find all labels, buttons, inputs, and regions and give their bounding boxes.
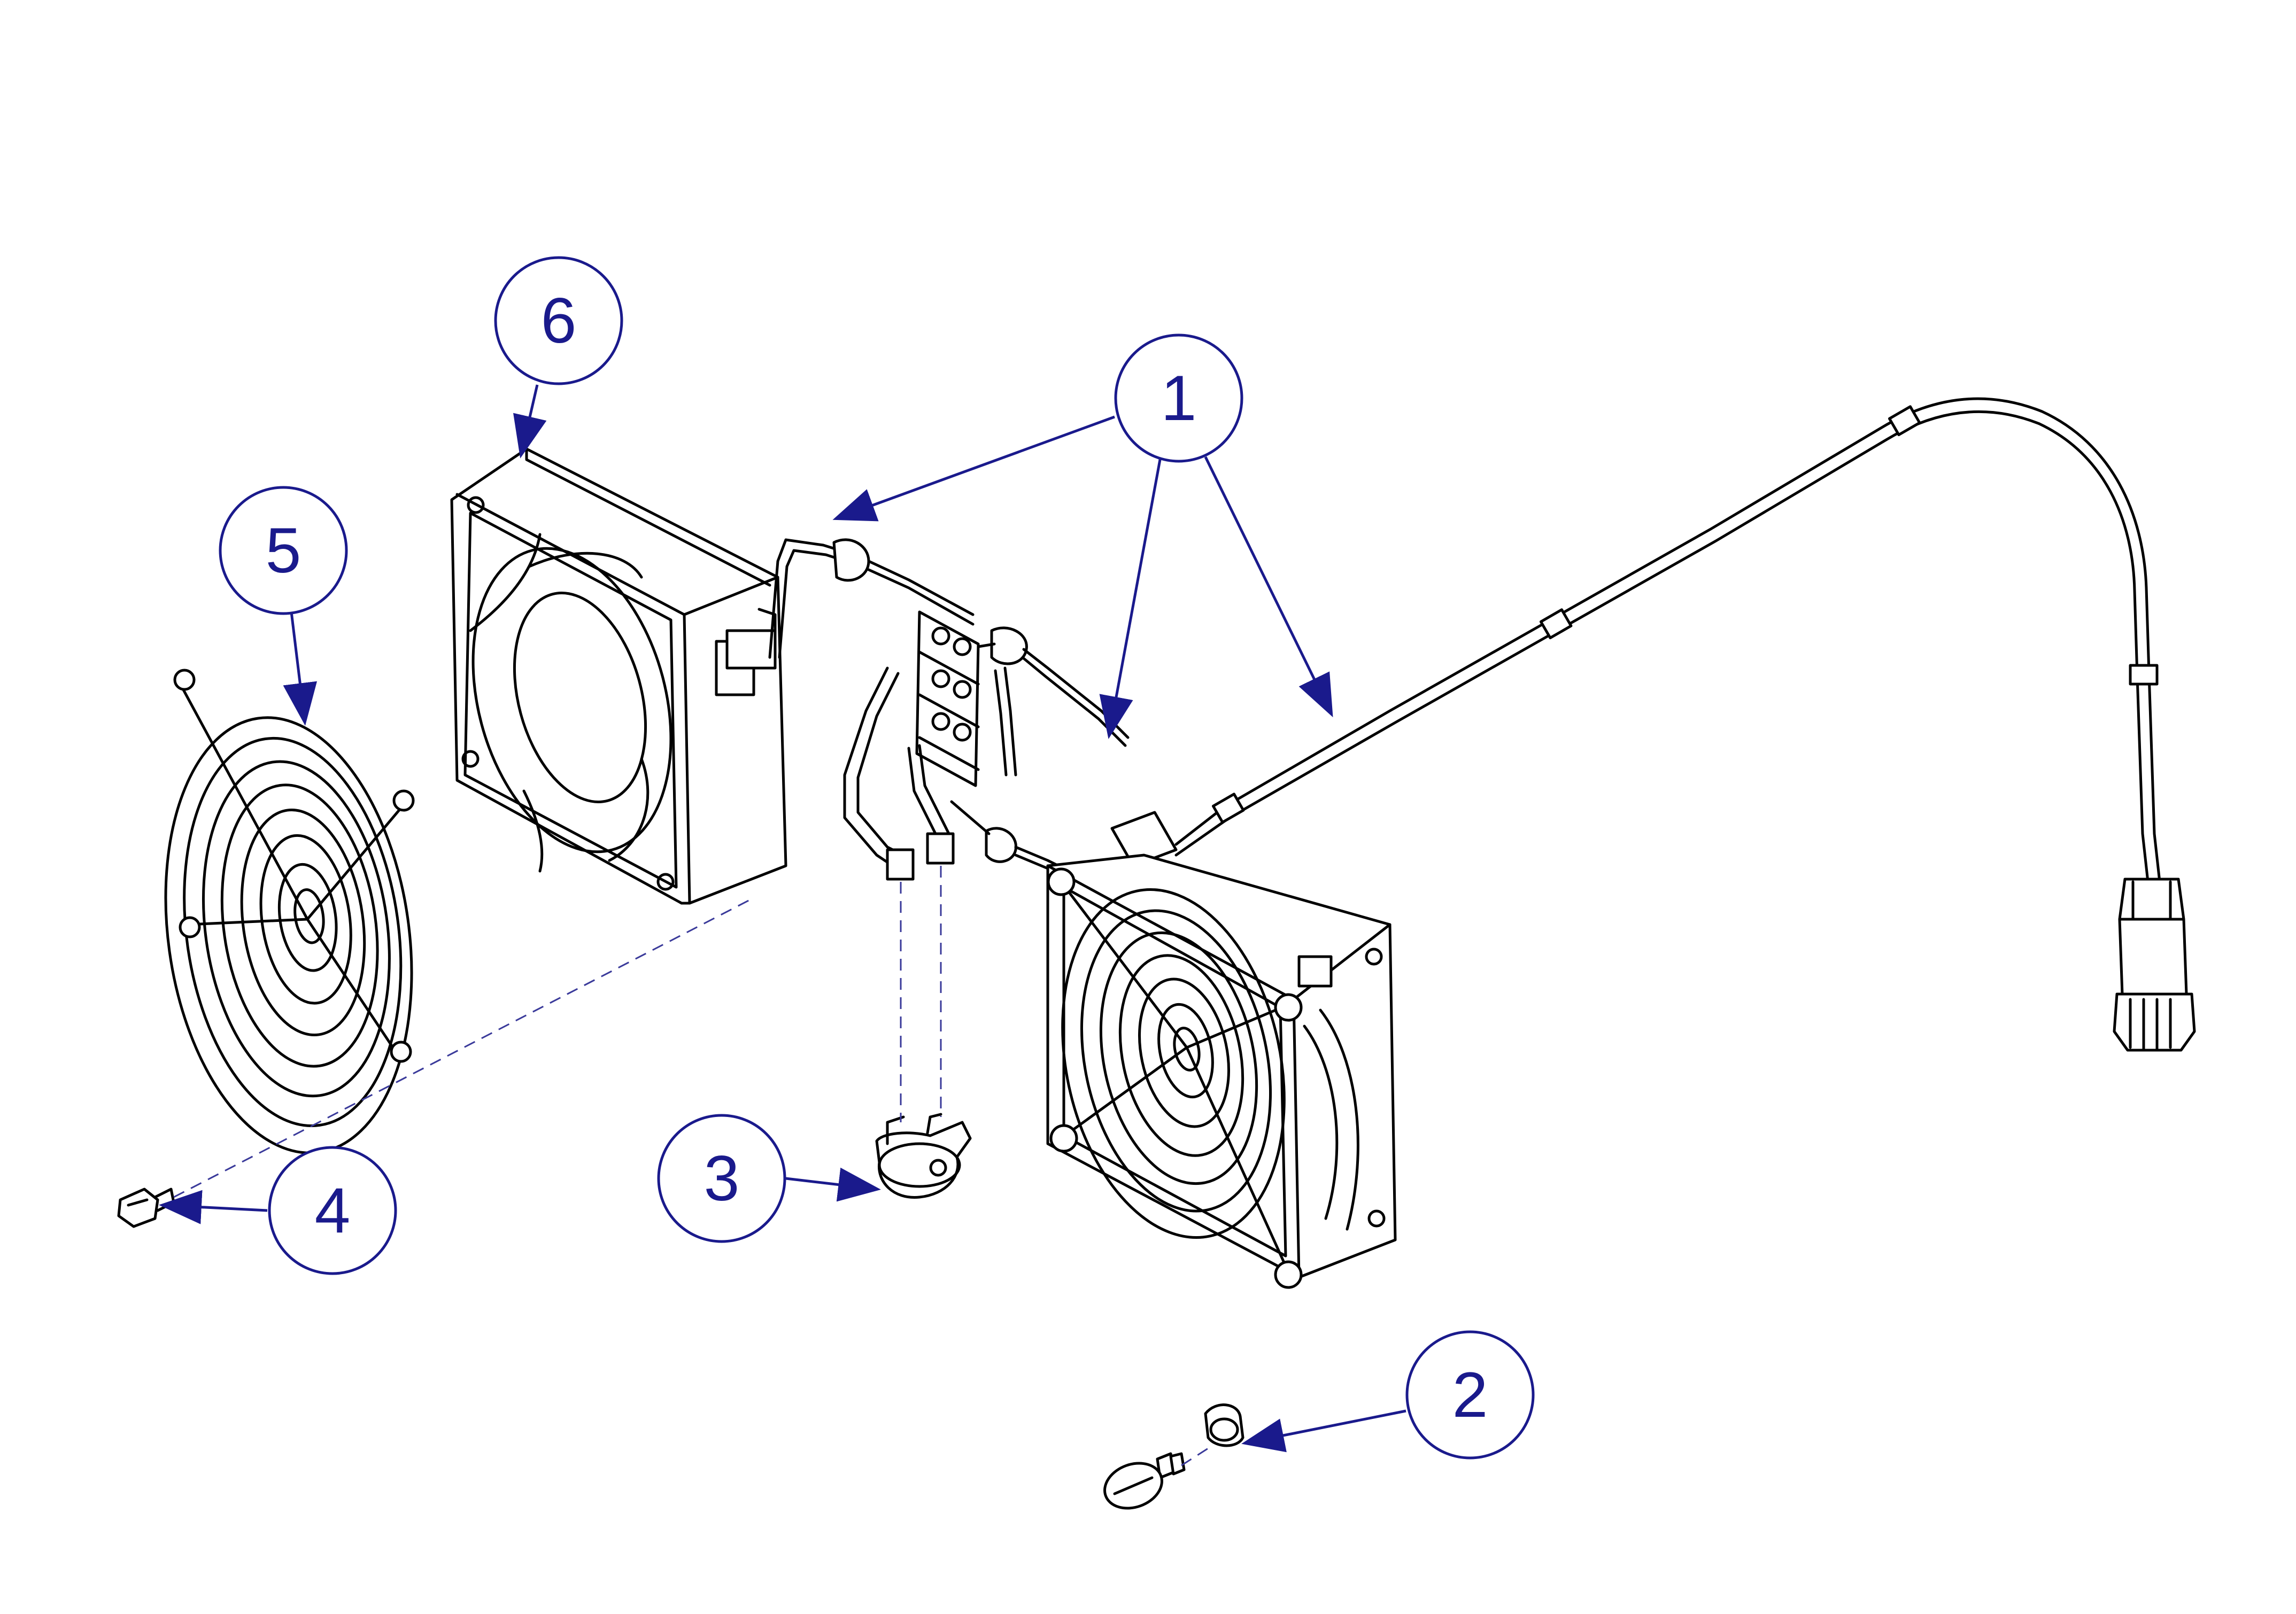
callout-1: 1 xyxy=(1114,333,1243,463)
callout-4-label: 4 xyxy=(315,1175,351,1246)
screw xyxy=(117,1188,175,1228)
assembly-lines xyxy=(173,866,1209,1466)
callout-3: 3 xyxy=(657,1114,786,1243)
callout-1-label: 1 xyxy=(1161,362,1197,434)
leader-lines xyxy=(159,384,1406,1453)
callout-5-label: 5 xyxy=(266,515,302,586)
callout-5: 5 xyxy=(219,486,348,615)
callout-2-label: 2 xyxy=(1452,1359,1488,1431)
thermostat xyxy=(875,1113,972,1199)
rear-fan xyxy=(450,447,787,905)
finger-guard xyxy=(164,669,415,1154)
wire-harness xyxy=(768,397,2196,1052)
grommet-and-plug xyxy=(1103,1403,1244,1510)
callout-2: 2 xyxy=(1405,1330,1535,1460)
callout-6-label: 6 xyxy=(541,285,577,356)
front-fan xyxy=(1046,853,1397,1289)
callout-4: 4 xyxy=(268,1146,397,1275)
callout-3-label: 3 xyxy=(704,1143,740,1214)
callout-6: 6 xyxy=(494,256,623,385)
